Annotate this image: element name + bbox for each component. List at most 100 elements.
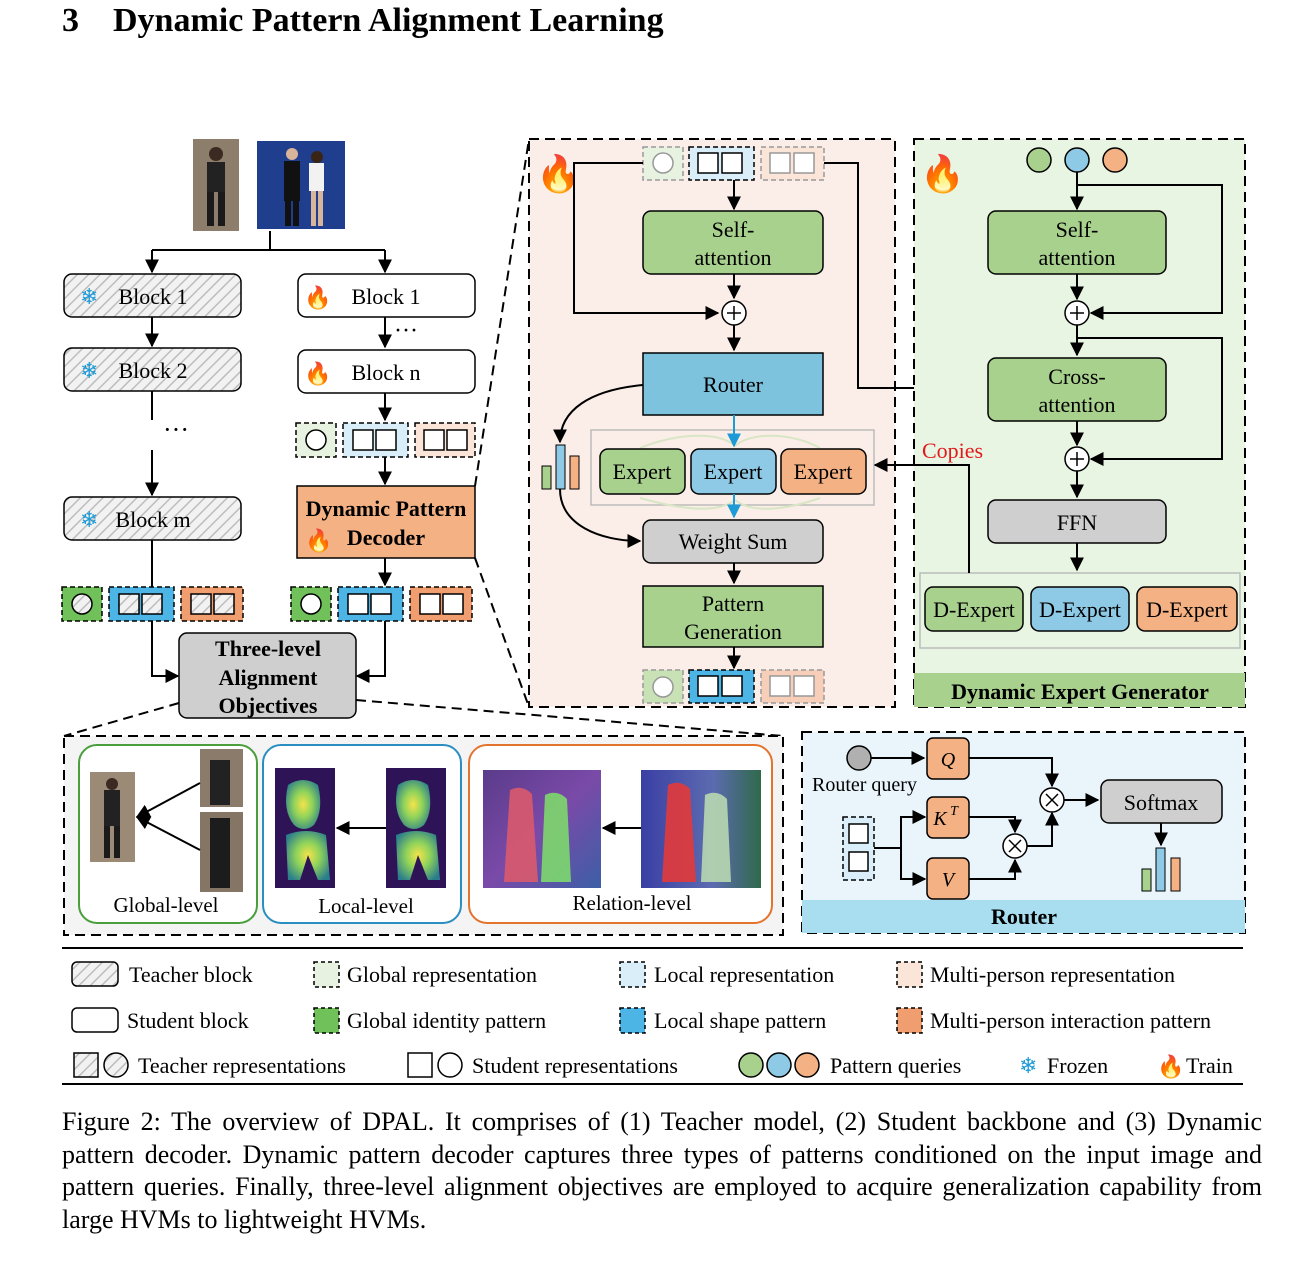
- router-panel: Router query Q K T V Softmax: [801, 731, 1246, 934]
- svg-text:D-Expert: D-Expert: [933, 597, 1015, 622]
- student-representations: [295, 422, 476, 458]
- section-number: 3: [62, 2, 79, 39]
- svg-text:Local representation: Local representation: [654, 962, 834, 987]
- svg-text:Student representations: Student representations: [472, 1053, 678, 1078]
- student-block-1: 🔥 Block 1: [297, 273, 476, 318]
- svg-text:Expert: Expert: [704, 459, 763, 484]
- frozen-snowflake-icon: ❄: [80, 507, 98, 532]
- generator-ffn: FFN: [987, 499, 1167, 544]
- generator-self-attention: Self- attention: [987, 210, 1167, 275]
- frozen-snowflake-icon: ❄: [1019, 1053, 1037, 1078]
- decoder-weight-sum: Weight Sum: [642, 519, 824, 564]
- svg-text:Global-level: Global-level: [114, 893, 219, 917]
- svg-text:Relation-level: Relation-level: [573, 891, 692, 915]
- svg-text:V: V: [942, 869, 957, 891]
- teacher-block-m: ❄ Block m: [63, 496, 242, 541]
- decoder-expert-1: Expert: [599, 448, 686, 495]
- router-query-circle: [846, 745, 872, 771]
- generator-cross-attention: Cross- attention: [987, 357, 1167, 422]
- svg-text:Pattern queries: Pattern queries: [830, 1053, 961, 1078]
- svg-text:Local shape pattern: Local shape pattern: [654, 1008, 826, 1033]
- svg-text:T: T: [950, 804, 959, 819]
- svg-text:Teacher block: Teacher block: [129, 962, 253, 987]
- svg-text:Self-: Self-: [1056, 217, 1099, 242]
- caption-text: Figure 2: The overview of DPAL. It compr…: [62, 1107, 1262, 1234]
- svg-text:Pattern: Pattern: [702, 591, 764, 616]
- teacher-ellipsis: ···: [163, 415, 189, 444]
- svg-text:Student block: Student block: [127, 1008, 249, 1033]
- teacher-block-1: ❄ Block 1: [63, 273, 242, 318]
- decoder-panel: 🔥 Self- attention Router: [528, 138, 896, 708]
- generator-d-expert-3: D-Expert: [1136, 586, 1238, 632]
- svg-text:Decoder: Decoder: [347, 525, 425, 550]
- svg-text:K: K: [932, 808, 948, 830]
- svg-text:attention: attention: [1039, 245, 1116, 270]
- svg-text:Alignment: Alignment: [219, 665, 319, 690]
- svg-text:attention: attention: [1039, 392, 1116, 417]
- svg-text:Local-level: Local-level: [318, 894, 414, 918]
- teacher-block-2: ❄ Block 2: [63, 347, 242, 392]
- train-fire-icon: 🔥: [920, 153, 965, 194]
- decoder-expert-2: Expert: [690, 448, 777, 495]
- svg-text:Multi-person representation: Multi-person representation: [930, 962, 1175, 987]
- student-patterns: [290, 586, 473, 622]
- train-fire-icon: 🔥: [1157, 1054, 1184, 1079]
- generator-panel: 🔥 Self- attention Cross- attention FFN: [913, 138, 1246, 708]
- teacher-block-label: Block 2: [118, 358, 187, 383]
- svg-text:attention: attention: [695, 245, 772, 270]
- router-v-box: V: [926, 857, 970, 900]
- svg-text:Weight Sum: Weight Sum: [679, 529, 788, 554]
- router-softmax: Softmax: [1100, 779, 1223, 824]
- svg-text:D-Expert: D-Expert: [1146, 597, 1228, 622]
- svg-text:Train: Train: [1186, 1053, 1233, 1078]
- svg-text:FFN: FFN: [1057, 510, 1097, 535]
- copies-label: Copies: [922, 438, 983, 463]
- svg-text:Global identity pattern: Global identity pattern: [347, 1008, 546, 1033]
- svg-text:Expert: Expert: [613, 459, 672, 484]
- alignment-panel: Global-level Local-level Relation-level: [63, 735, 784, 936]
- decoder-expert-3: Expert: [780, 448, 867, 495]
- section-title: Dynamic Pattern Alignment Learning: [113, 2, 664, 39]
- student-block-label: Block n: [351, 360, 420, 385]
- pattern-query-multi: [1102, 147, 1128, 173]
- pattern-query-local: [1064, 147, 1090, 173]
- teacher-block-label: Block 1: [118, 284, 187, 309]
- svg-text:Global representation: Global representation: [347, 962, 537, 987]
- decoder-pattern-generation: Pattern Generation: [642, 585, 824, 648]
- svg-text:Q: Q: [941, 749, 956, 771]
- svg-text:Router: Router: [703, 372, 764, 397]
- pattern-query-global: [1026, 147, 1052, 173]
- student-ellipsis: ···: [394, 318, 418, 344]
- frozen-snowflake-icon: ❄: [80, 284, 98, 309]
- train-fire-icon: 🔥: [304, 285, 331, 310]
- student-block-n: 🔥 Block n: [297, 349, 476, 394]
- generator-title: Dynamic Expert Generator: [951, 679, 1209, 704]
- dynamic-pattern-decoder-box: Dynamic Pattern 🔥 Decoder: [296, 485, 476, 559]
- three-level-objectives-box: Three-level Alignment Objectives: [178, 632, 357, 719]
- router-q-box: Q: [926, 737, 970, 780]
- decoder-self-attention: Self- attention: [642, 210, 824, 275]
- teacher-block-label: Block m: [115, 507, 190, 532]
- svg-text:Multi-person interaction patte: Multi-person interaction pattern: [930, 1008, 1211, 1033]
- svg-text:Dynamic Pattern: Dynamic Pattern: [306, 496, 467, 521]
- frozen-snowflake-icon: ❄: [80, 358, 98, 383]
- svg-text:Self-: Self-: [712, 217, 755, 242]
- train-fire-icon: 🔥: [305, 528, 332, 553]
- svg-text:Generation: Generation: [684, 619, 782, 644]
- svg-text:Teacher representations: Teacher representations: [138, 1053, 346, 1078]
- router-k-box: K T: [926, 796, 970, 839]
- generator-d-expert-1: D-Expert: [924, 586, 1024, 632]
- train-fire-icon: 🔥: [304, 361, 331, 386]
- figure-diagram: ❄ Block 1 ❄ Block 2 ··· ❄ Block m 🔥 Bloc…: [61, 138, 1246, 1085]
- svg-text:Cross-: Cross-: [1048, 364, 1105, 389]
- svg-text:Three-level: Three-level: [215, 636, 321, 661]
- input-image-multi-person: [257, 141, 345, 229]
- svg-text:Expert: Expert: [794, 459, 853, 484]
- teacher-patterns: [61, 586, 244, 622]
- decoder-router: Router: [642, 352, 824, 416]
- svg-text:Softmax: Softmax: [1124, 790, 1199, 815]
- svg-text:Objectives: Objectives: [219, 693, 318, 718]
- section-heading: 3 Dynamic Pattern Alignment Learning: [62, 0, 664, 42]
- student-block-label: Block 1: [351, 284, 420, 309]
- svg-text:D-Expert: D-Expert: [1039, 597, 1121, 622]
